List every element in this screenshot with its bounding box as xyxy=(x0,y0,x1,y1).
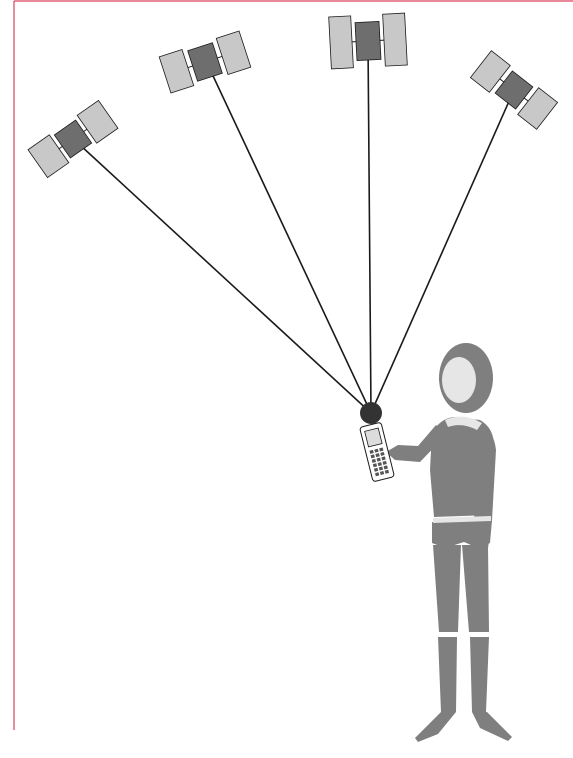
left-foot xyxy=(415,712,456,742)
solar-panel-left xyxy=(329,16,354,69)
solar-panel-right xyxy=(216,31,251,75)
signal-line-2 xyxy=(207,63,371,413)
satellite-icon xyxy=(159,31,251,93)
left-thigh xyxy=(433,545,461,632)
signal-line-1 xyxy=(80,145,371,413)
satellite-icon xyxy=(28,100,118,177)
left-shin xyxy=(438,637,457,712)
right-foot xyxy=(472,712,512,741)
satellite-body xyxy=(355,21,381,60)
receiver-antenna xyxy=(360,402,382,424)
solar-panel-left xyxy=(159,49,194,93)
solar-panel-right xyxy=(383,13,408,66)
face xyxy=(442,357,476,403)
satellite-body xyxy=(188,43,223,81)
signal-line-3 xyxy=(368,42,371,413)
person-figure xyxy=(386,343,512,742)
satellites xyxy=(28,13,558,178)
right-shin xyxy=(470,637,489,712)
gps-receiver-icon xyxy=(360,402,395,482)
satellite-icon xyxy=(470,51,557,130)
right-thigh xyxy=(462,545,489,632)
